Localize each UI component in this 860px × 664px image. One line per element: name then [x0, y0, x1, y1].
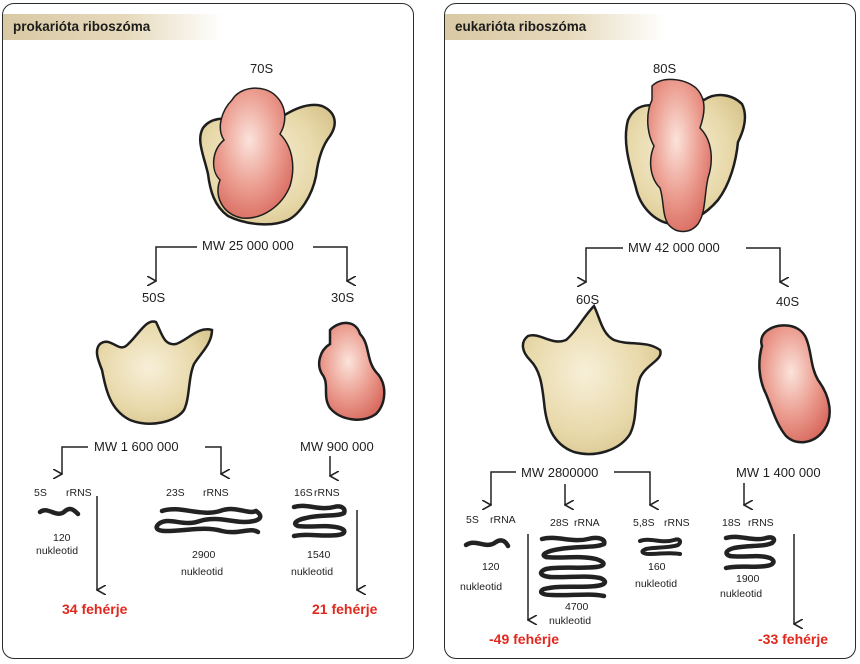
eukaryote-large-mw: MW 2800000 — [521, 465, 598, 480]
euk-18s-name: 18S — [722, 517, 741, 529]
euk-18s-unit: nukleotid — [720, 588, 762, 600]
prok-16s-count: 1540 — [307, 549, 331, 561]
eukaryote-small-mw: MW 1 400 000 — [736, 465, 821, 480]
prok-5s-count: 120 — [53, 532, 71, 544]
prok-5s-rrna-strand — [37, 506, 81, 517]
eukaryote-title-band: eukarióta riboszóma — [445, 14, 665, 40]
arrow-60s-to-5-8s — [614, 471, 650, 505]
prok-16s-rrna-strand — [291, 503, 347, 539]
prokaryote-whole-label: 70S — [250, 61, 273, 76]
prok-23s-unit: nukleotid — [181, 566, 223, 578]
euk-28s-suffix: rRNA — [574, 517, 600, 529]
euk-18s-rrna-strand — [723, 534, 777, 571]
eukaryote-whole-mw: MW 42 000 000 — [628, 240, 720, 255]
prokaryote-large-label: 50S — [142, 290, 165, 305]
arrow-50s-to-5s — [62, 446, 88, 474]
euk-small-proteins: -33 fehérje — [758, 631, 828, 647]
arrow-80s-to-60s — [586, 247, 623, 282]
arrow-70s-to-50s — [156, 246, 197, 281]
arrow-60s-to-5s — [491, 471, 516, 505]
euk-28s-name: 28S — [550, 517, 569, 529]
euk-18s-suffix: rRNS — [748, 517, 774, 529]
euk-5-8s-rrna-strand — [638, 537, 683, 557]
eukaryote-80s-ribosome — [624, 78, 747, 233]
prok-23s-suffix: rRNS — [203, 487, 229, 499]
prok-5s-suffix: rRNS — [66, 487, 92, 499]
prokaryote-70s-ribosome — [199, 87, 336, 226]
euk-5-8s-name: 5,8S — [633, 517, 655, 529]
prok-16s-unit: nukleotid — [291, 566, 333, 578]
euk-5s-suffix: rRNA — [490, 514, 516, 526]
prokaryote-30s-subunit — [318, 321, 386, 421]
prokaryote-large-mw: MW 1 600 000 — [94, 439, 179, 454]
euk-5-8s-unit: nukleotid — [635, 578, 677, 590]
eukaryote-60s-subunit — [521, 303, 662, 456]
prok-23s-name: 23S — [166, 487, 185, 499]
prokaryote-title: prokarióta riboszóma — [13, 19, 151, 34]
prok-16s-suffix: rRNS — [314, 487, 340, 499]
prokaryote-whole-mw: MW 25 000 000 — [202, 238, 294, 253]
prok-16s-name: 16S — [294, 487, 313, 499]
euk-5-8s-suffix: rRNS — [664, 517, 690, 529]
eukaryote-title: eukarióta riboszóma — [455, 19, 587, 34]
euk-18s-count: 1900 — [736, 573, 760, 585]
prokaryote-50s-subunit — [95, 320, 214, 425]
eukaryote-large-label: 60S — [576, 292, 599, 307]
euk-28s-count: 4700 — [565, 601, 589, 613]
arrow-50s-to-23s — [205, 446, 221, 474]
prok-5s-name: 5S — [34, 487, 47, 499]
prokaryote-small-mw: MW 900 000 — [300, 439, 374, 454]
prokaryote-small-label: 30S — [331, 290, 354, 305]
eukaryote-whole-label: 80S — [653, 61, 676, 76]
arrow-80s-to-40s — [746, 247, 780, 282]
euk-5s-count: 120 — [482, 561, 500, 573]
eukaryote-small-label: 40S — [776, 294, 799, 309]
prok-small-proteins: 21 fehérje — [312, 601, 378, 617]
euk-5s-unit: nukleotid — [460, 581, 502, 593]
eukaryote-40s-subunit — [758, 324, 831, 444]
euk-28s-rrna-strand — [538, 535, 608, 599]
prokaryote-title-band: prokarióta riboszóma — [3, 14, 223, 40]
euk-28s-unit: nukleotid — [549, 615, 591, 627]
euk-5s-name: 5S — [466, 514, 479, 526]
euk-large-proteins: -49 fehérje — [489, 631, 559, 647]
prok-23s-count: 2900 — [192, 549, 216, 561]
euk-5-8s-count: 160 — [648, 561, 666, 573]
prok-5s-unit: nukleotid — [36, 545, 78, 557]
arrow-70s-to-30s — [313, 246, 347, 281]
euk-5s-rrna-strand — [463, 538, 511, 549]
prok-23s-rrna-strand — [154, 506, 263, 535]
prok-large-proteins: 34 fehérje — [62, 601, 128, 617]
